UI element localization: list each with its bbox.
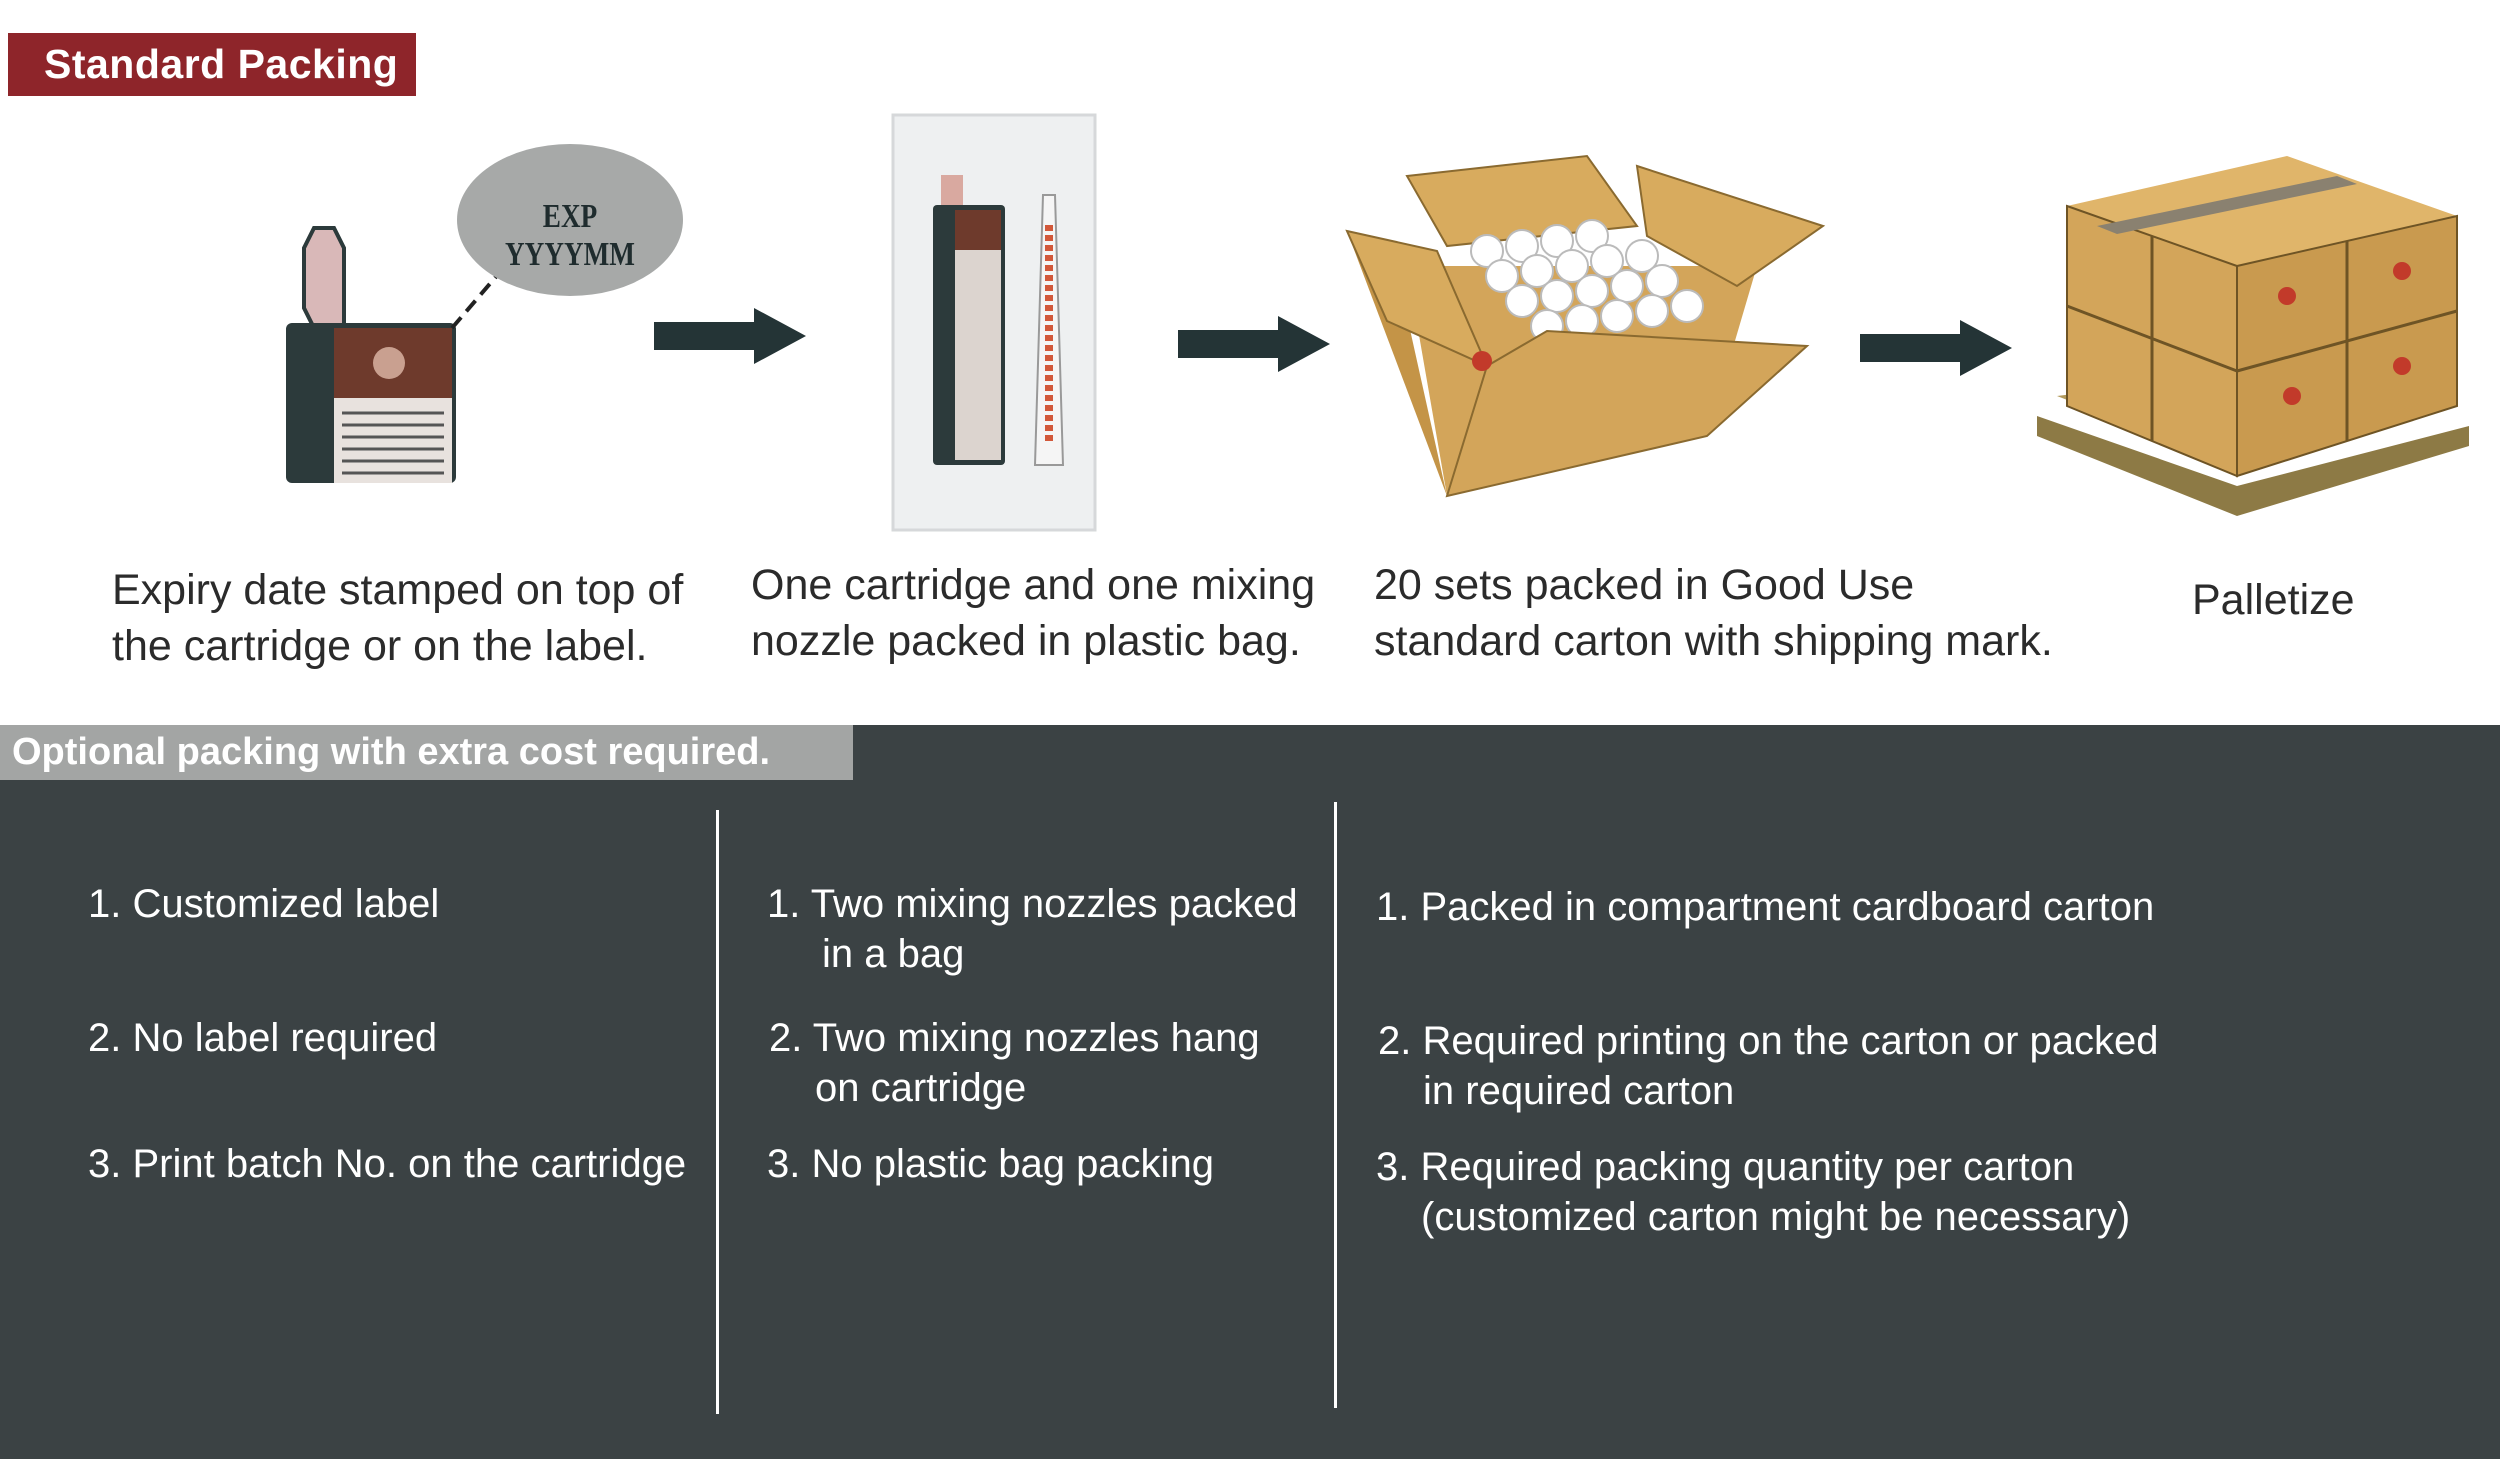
caption-line: standard carton with shipping mark. xyxy=(1374,617,2053,665)
stamp-callout-line xyxy=(450,270,502,330)
column-divider xyxy=(716,810,719,1414)
arrow-right-icon xyxy=(1860,320,2012,376)
option-item: 1. Packed in compartment cardboard carto… xyxy=(1376,882,2154,932)
arrow-right-icon xyxy=(654,308,806,364)
option-text: 3. No plastic bag packing xyxy=(767,1142,1214,1186)
optional-section xyxy=(0,725,2500,1459)
cartridge-image xyxy=(286,226,456,483)
open-carton-image xyxy=(1345,154,1826,498)
option-text: 2. Required printing on the carton or pa… xyxy=(1378,1019,2159,1063)
expiry-stamp-bubble xyxy=(457,144,683,296)
step-caption-carton: 20 sets packed in Good Use standard cart… xyxy=(1374,557,2053,669)
optional-packing-title: Optional packing with extra cost require… xyxy=(0,725,853,780)
plastic-bag-image xyxy=(891,113,1097,532)
option-item: 3. No plastic bag packing xyxy=(767,1139,1214,1189)
arrow-right-icon xyxy=(1178,316,1330,372)
option-text: in a bag xyxy=(822,932,965,976)
step-caption-expiry: Expiry date stamped on top of the cartri… xyxy=(112,562,683,674)
step-caption-bag: One cartridge and one mixing nozzle pack… xyxy=(751,557,1315,669)
caption-line: 20 sets packed in Good Use xyxy=(1374,561,1915,609)
option-item: 1. Two mixing nozzles packed in a bag xyxy=(767,879,1298,979)
caption-line: the cartridge or on the label. xyxy=(112,622,648,670)
option-text: 2. Two mixing nozzles hang xyxy=(769,1016,1260,1060)
option-item: 2. No label required xyxy=(88,1013,437,1063)
option-text: 3. Required packing quantity per carton xyxy=(1376,1145,2075,1189)
option-item: 3. Print batch No. on the cartridge xyxy=(88,1139,686,1189)
option-item: 1. Customized label xyxy=(88,879,439,929)
option-item: 3. Required packing quantity per carton … xyxy=(1376,1142,2130,1242)
caption-line: One cartridge and one mixing xyxy=(751,561,1316,609)
column-divider xyxy=(1334,802,1337,1408)
option-item: 2. Two mixing nozzles hang on cartridge xyxy=(769,1013,1260,1113)
option-text: 1. Packed in compartment cardboard carto… xyxy=(1376,885,2155,929)
option-text: in required carton xyxy=(1423,1069,1735,1113)
caption-line: Expiry date stamped on top of xyxy=(112,566,684,614)
standard-packing-title: Standard Packing xyxy=(8,33,416,96)
expiry-stamp-text: EXP YYYYMM xyxy=(505,198,635,273)
option-text: 2. No label required xyxy=(88,1016,438,1060)
option-text: 3. Print batch No. on the cartridge xyxy=(88,1142,687,1186)
pallet-image xyxy=(2037,156,2469,516)
caption-line: Palletize xyxy=(2192,576,2355,624)
option-text: 1. Two mixing nozzles packed xyxy=(767,882,1298,926)
option-text: 1. Customized label xyxy=(88,882,440,926)
step-caption-palletize: Palletize xyxy=(2192,572,2355,628)
caption-line: nozzle packed in plastic bag. xyxy=(751,617,1301,665)
option-text: on cartridge xyxy=(815,1066,1027,1110)
option-text: (customized carton might be necessary) xyxy=(1421,1195,2131,1239)
option-item: 2. Required printing on the carton or pa… xyxy=(1378,1016,2159,1116)
